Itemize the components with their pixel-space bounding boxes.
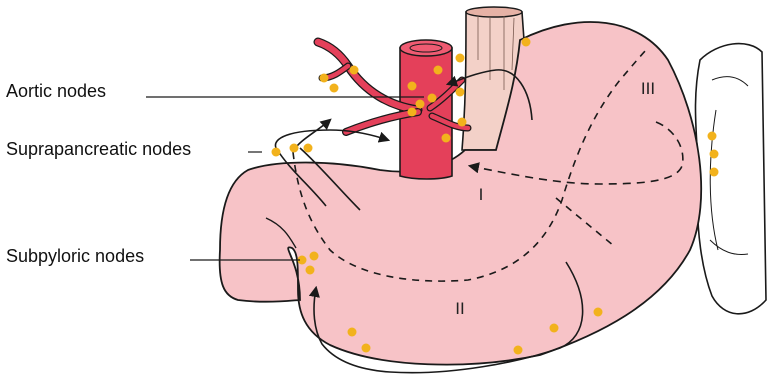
spleen [695,44,766,314]
lymph-node [416,100,425,109]
lymph-node [290,144,299,153]
lymph-node [522,38,531,47]
lymph-node [456,54,465,63]
lymph-node [708,132,717,141]
zone-label-ii: II [455,299,464,318]
lymph-node [306,266,315,275]
subpyloric-nodes-label: Subpyloric nodes [6,246,144,266]
lymph-node [272,148,281,157]
lymph-node [514,346,523,355]
suprapancreatic-nodes-label: Suprapancreatic nodes [6,139,191,159]
lymph-node [458,118,467,127]
zone-label-iii: III [641,79,655,98]
lymph-node [594,308,603,317]
lymph-node [428,94,437,103]
lymph-node [550,324,559,333]
lymph-node [710,168,719,177]
lymph-node [310,252,319,261]
lymph-node [304,144,313,153]
lymph-node [434,66,443,75]
lymph-node [442,134,451,143]
lymph-node [350,66,359,75]
lymph-node [456,88,465,97]
lymph-node [348,328,357,337]
lymph-node [710,150,719,159]
lymph-node [408,82,417,91]
lymph-node [362,344,371,353]
aortic-nodes-label: Aortic nodes [6,81,106,101]
lymph-node [320,74,329,83]
lymph-node [330,84,339,93]
lymph-node [408,108,417,117]
zone-label-i: I [479,185,484,204]
